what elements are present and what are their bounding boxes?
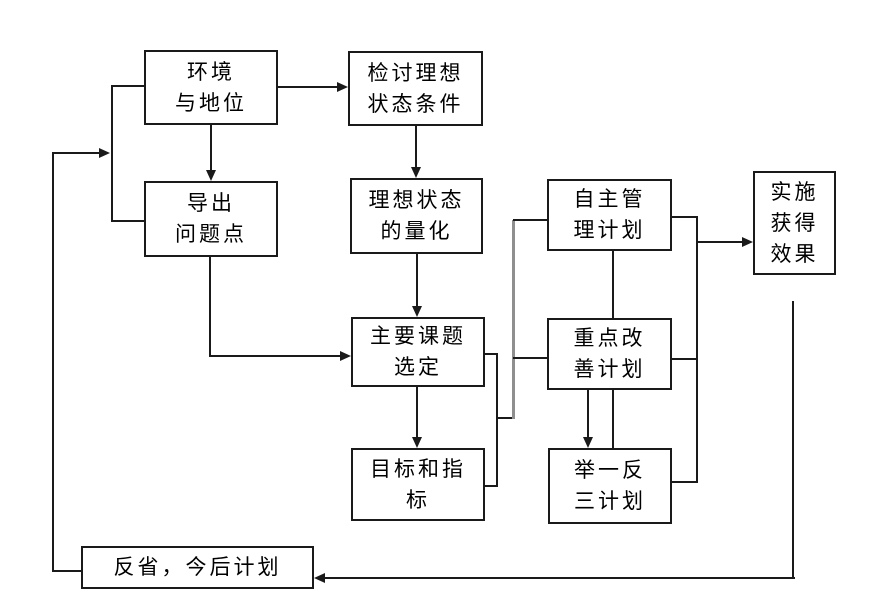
arrow-line-backbone-to-implementation [697,241,742,243]
arrowhead-into-reflection-icon [314,573,325,583]
arrowhead-key-improvement-to-extrapolation-icon [583,437,593,448]
right-backbone-vertical [696,216,698,483]
connector-extrapolation-to-right-backbone [672,481,698,483]
node-key-improvement-plan: 重点改 善计划 [547,318,672,390]
node-goals-indicators: 目标和指 标 [351,448,485,521]
connector-jog-to-gray-backbone [497,417,514,419]
connector-vertical-topic-goals [496,353,498,487]
bracket-left-vertical [111,85,113,222]
node-key-improvement-plan-label: 善计划 [573,357,646,381]
arrow-line-derive-to-main-topic-vertical [209,257,211,357]
feedback-line-bottom-horizontal [325,577,795,579]
node-environment: 环境 与地位 [144,50,278,125]
arrow-line-main-topic-to-goals [416,387,418,438]
node-self-management-plan-label: 理计划 [573,218,646,242]
arrowhead-derive-to-main-topic-icon [340,351,351,361]
node-implementation-effect-label: 实施 [770,179,819,204]
node-reflection-future-plan-label: 反省，今后计划 [113,555,282,579]
arrow-line-environment-to-derive [210,125,212,171]
node-environment-label: 与地位 [175,90,247,115]
node-self-management-plan-label: 自主管 [573,187,646,211]
bracket-to-derive-problems [112,220,144,222]
connector-self-management-to-right-backbone [672,216,698,218]
arrow-line-quantify-to-main-topic [416,254,418,307]
node-implementation-effect: 实施 获得 效果 [753,171,836,275]
arrowhead-quantify-to-main-topic-icon [412,306,422,317]
node-goals-indicators-label: 目标和指 [370,456,466,481]
node-derive-problems: 导出 问题点 [144,181,278,257]
node-implementation-effect-label: 效果 [770,241,819,266]
connector-key-improvement-to-right-backbone [672,358,698,360]
node-review-ideal-label: 检讨理想 [367,60,464,85]
arrowhead-environment-to-review-icon [337,82,348,92]
arrowhead-review-to-quantify-icon [411,167,421,178]
node-self-management-plan: 自主管 理计划 [547,179,672,251]
arrow-line-derive-to-main-topic-horizontal [210,355,341,357]
arrowhead-backbone-to-implementation-icon [742,237,753,247]
node-main-topic-label: 主要课题 [370,324,466,348]
connector-reflection-left [53,570,81,572]
node-extrapolation-plan-label: 三计划 [574,489,646,513]
node-review-ideal: 检讨理想 状态条件 [348,51,483,126]
node-main-topic-label: 选定 [394,355,442,379]
node-quantify-ideal: 理想状态 的量化 [350,178,483,254]
arrowhead-main-topic-to-goals-icon [412,437,422,448]
connector-self-management-to-key-improvement [612,251,614,318]
bracket-to-environment [112,85,144,87]
arrow-line-environment-to-review [278,86,338,88]
node-reflection-future-plan: 反省，今后计划 [81,546,314,589]
node-main-topic: 主要课题 选定 [351,317,485,387]
node-goals-indicators-label: 标 [406,487,430,512]
arrow-line-feedback-to-bracket [53,152,99,154]
node-derive-problems-label: 导出 [187,191,235,215]
connector-goals-right [484,485,498,487]
connector-main-topic-right [484,353,498,355]
connector-key-improvement-to-extrapolation-plain [612,390,614,448]
node-environment-label: 环境 [187,59,235,84]
arrowhead-environment-to-derive-icon [206,170,216,181]
node-extrapolation-plan: 举一反 三计划 [548,448,672,524]
node-key-improvement-plan-label: 重点改 [573,326,646,350]
node-derive-problems-label: 问题点 [175,222,247,246]
arrow-line-review-to-quantify [415,126,417,168]
node-review-ideal-label: 状态条件 [367,91,464,116]
feedback-line-left-vertical [52,152,54,572]
arrowhead-feedback-to-bracket-icon [99,148,110,158]
arrow-line-key-improvement-to-extrapolation [587,390,589,438]
connector-backbone-to-key-improvement [513,357,547,359]
node-quantify-ideal-label: 的量化 [380,219,453,243]
node-implementation-effect-label: 获得 [770,210,819,235]
connector-backbone-to-self-management [513,219,547,221]
gray-backbone-vertical [512,220,515,419]
node-quantify-ideal-label: 理想状态 [368,188,465,212]
feedback-line-implementation-down [792,301,794,579]
node-extrapolation-plan-label: 举一反 [574,458,646,482]
